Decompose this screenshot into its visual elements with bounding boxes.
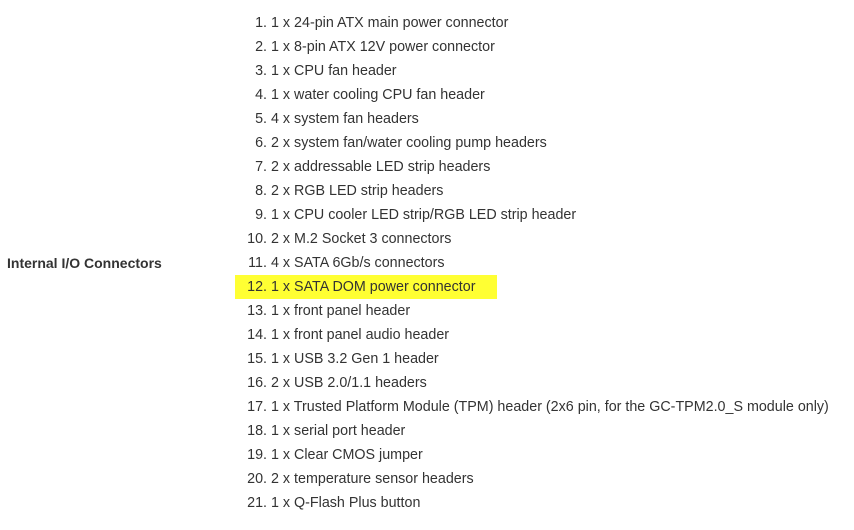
list-item-text: 2 x temperature sensor headers	[271, 471, 474, 487]
list-item: 8.2 x RGB LED strip headers	[235, 179, 829, 203]
list-item-content: 8.2 x RGB LED strip headers	[235, 179, 443, 203]
list-item-number: 20.	[247, 471, 267, 487]
list-item-text: 1 x Trusted Platform Module (TPM) header…	[271, 399, 829, 415]
list-item-number: 19.	[247, 447, 267, 463]
list-item-number: 8.	[255, 183, 267, 199]
list-item-number: 15.	[247, 351, 267, 367]
spec-label: Internal I/O Connectors	[7, 255, 162, 271]
list-item: 6.2 x system fan/water cooling pump head…	[235, 131, 829, 155]
list-item: 3.1 x CPU fan header	[235, 59, 829, 83]
list-item-content: 4.1 x water cooling CPU fan header	[235, 83, 485, 107]
list-item-content: 1.1 x 24-pin ATX main power connector	[235, 11, 508, 35]
list-item-content: 7.2 x addressable LED strip headers	[235, 155, 490, 179]
list-item-content: 9.1 x CPU cooler LED strip/RGB LED strip…	[235, 203, 576, 227]
list-item-number: 14.	[247, 327, 267, 343]
list-item: 7.2 x addressable LED strip headers	[235, 155, 829, 179]
list-item-number: 1.	[255, 15, 267, 31]
list-item: 1.1 x 24-pin ATX main power connector	[235, 11, 829, 35]
list-item-number: 17.	[247, 399, 267, 415]
list-item: 20.2 x temperature sensor headers	[235, 467, 829, 491]
list-item-text: 1 x water cooling CPU fan header	[271, 87, 485, 103]
list-item-number: 10.	[247, 231, 267, 247]
list-item: 16.2 x USB 2.0/1.1 headers	[235, 371, 829, 395]
list-item: 15.1 x USB 3.2 Gen 1 header	[235, 347, 829, 371]
list-item-number: 4.	[255, 87, 267, 103]
list-item-number: 18.	[247, 423, 267, 439]
list-item-text: 1 x CPU fan header	[271, 63, 397, 79]
list-item-content: 3.1 x CPU fan header	[235, 59, 397, 83]
list-item: 4.1 x water cooling CPU fan header	[235, 83, 829, 107]
list-item-text: 1 x Clear CMOS jumper	[271, 447, 423, 463]
list-item-content: 19.1 x Clear CMOS jumper	[235, 443, 423, 467]
list-item-number: 21.	[247, 495, 267, 511]
list-item-text: 1 x Q-Flash Plus button	[271, 495, 421, 511]
highlighted-item: 12.1 x SATA DOM power connector	[235, 275, 498, 299]
list-item-text: 2 x M.2 Socket 3 connectors	[271, 231, 452, 247]
list-item-text: 4 x system fan headers	[271, 111, 419, 127]
list-item-text: 1 x front panel header	[271, 303, 411, 319]
list-item-text: 2 x addressable LED strip headers	[271, 159, 491, 175]
list-item-number: 3.	[255, 63, 267, 79]
list-item-content: 17.1 x Trusted Platform Module (TPM) hea…	[235, 395, 829, 419]
list-item-content: 20.2 x temperature sensor headers	[235, 467, 474, 491]
list-item: 21.1 x Q-Flash Plus button	[235, 491, 829, 515]
list-item: 9.1 x CPU cooler LED strip/RGB LED strip…	[235, 203, 829, 227]
list-item-content: 13.1 x front panel header	[235, 299, 410, 323]
list-item-content: 11.4 x SATA 6Gb/s connectors	[235, 251, 445, 275]
list-item-text: 1 x front panel audio header	[271, 327, 450, 343]
list-item-number: 5.	[255, 111, 267, 127]
list-item: 19.1 x Clear CMOS jumper	[235, 443, 829, 467]
list-item-text: 1 x USB 3.2 Gen 1 header	[271, 351, 439, 367]
list-item-number: 16.	[247, 375, 267, 391]
list-item-text: 1 x serial port header	[271, 423, 406, 439]
list-item-content: 6.2 x system fan/water cooling pump head…	[235, 131, 547, 155]
list-item-text: 1 x SATA DOM power connector	[271, 279, 476, 295]
list-item: 17.1 x Trusted Platform Module (TPM) hea…	[235, 395, 829, 419]
list-item-content: 2.1 x 8-pin ATX 12V power connector	[235, 35, 495, 59]
list-item: 13.1 x front panel header	[235, 299, 829, 323]
list-item-text: 1 x 8-pin ATX 12V power connector	[271, 39, 495, 55]
list-item-text: 1 x CPU cooler LED strip/RGB LED strip h…	[271, 207, 577, 223]
list-item: 12.1 x SATA DOM power connector	[235, 275, 829, 299]
list-item-number: 2.	[255, 39, 267, 55]
list-item-number: 6.	[255, 135, 267, 151]
list-item-content: 18.1 x serial port header	[235, 419, 405, 443]
list-item-text: 2 x system fan/water cooling pump header…	[271, 135, 547, 151]
list-item-content: 16.2 x USB 2.0/1.1 headers	[235, 371, 427, 395]
list-item-number: 9.	[255, 207, 267, 223]
list-item-content: 14.1 x front panel audio header	[235, 323, 449, 347]
list-item-text: 4 x SATA 6Gb/s connectors	[271, 255, 445, 271]
list-item-text: 2 x RGB LED strip headers	[271, 183, 444, 199]
list-item-number: 12.	[247, 279, 267, 295]
list-item-content: 10.2 x M.2 Socket 3 connectors	[235, 227, 451, 251]
list-item: 14.1 x front panel audio header	[235, 323, 829, 347]
list-item: 5.4 x system fan headers	[235, 107, 829, 131]
list-item: 2.1 x 8-pin ATX 12V power connector	[235, 35, 829, 59]
list-item-number: 7.	[255, 159, 267, 175]
list-item-number: 11.	[248, 255, 267, 271]
list-item-text: 1 x 24-pin ATX main power connector	[271, 15, 509, 31]
list-item: 10.2 x M.2 Socket 3 connectors	[235, 227, 829, 251]
list-item-content: 15.1 x USB 3.2 Gen 1 header	[235, 347, 439, 371]
list-item: 11.4 x SATA 6Gb/s connectors	[235, 251, 829, 275]
list-item-content: 21.1 x Q-Flash Plus button	[235, 491, 420, 515]
list-item-text: 2 x USB 2.0/1.1 headers	[271, 375, 427, 391]
list-item-number: 13.	[247, 303, 267, 319]
list-item-content: 5.4 x system fan headers	[235, 107, 419, 131]
list-item: 18.1 x serial port header	[235, 419, 829, 443]
